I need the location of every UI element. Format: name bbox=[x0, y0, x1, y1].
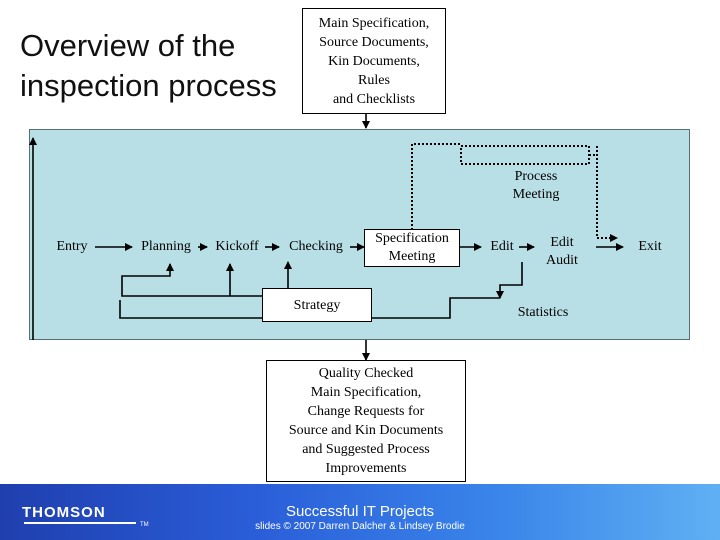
trademark-mark: TM bbox=[140, 522, 149, 528]
node-exit: Exit bbox=[638, 239, 662, 254]
node-planning: Planning bbox=[141, 239, 191, 254]
output-box: Quality Checked Main Specification, Chan… bbox=[266, 360, 466, 482]
node-kickoff: Kickoff bbox=[215, 239, 259, 254]
node-checking: Checking bbox=[289, 239, 343, 254]
footer-copyright: slides © 2007 Darren Dalcher & Lindsey B… bbox=[255, 521, 465, 532]
inputs-box: Main Specification, Source Documents, Ki… bbox=[302, 8, 446, 114]
node-edit-audit: Edit Audit bbox=[546, 235, 578, 268]
node-statistics: Statistics bbox=[517, 305, 569, 320]
slide-title: Overview of the inspection process bbox=[20, 28, 277, 103]
node-process-meeting: Process Meeting bbox=[512, 169, 560, 202]
footer-title: Successful IT Projects bbox=[285, 503, 435, 520]
node-entry: Entry bbox=[56, 239, 88, 254]
node-strategy: Strategy bbox=[262, 288, 372, 322]
node-specification-meeting: Specification Meeting bbox=[364, 229, 460, 267]
footer-bar bbox=[0, 484, 720, 540]
node-edit: Edit bbox=[490, 239, 514, 254]
thomson-logo: THOMSON bbox=[22, 504, 106, 521]
logo-underline bbox=[24, 522, 136, 524]
